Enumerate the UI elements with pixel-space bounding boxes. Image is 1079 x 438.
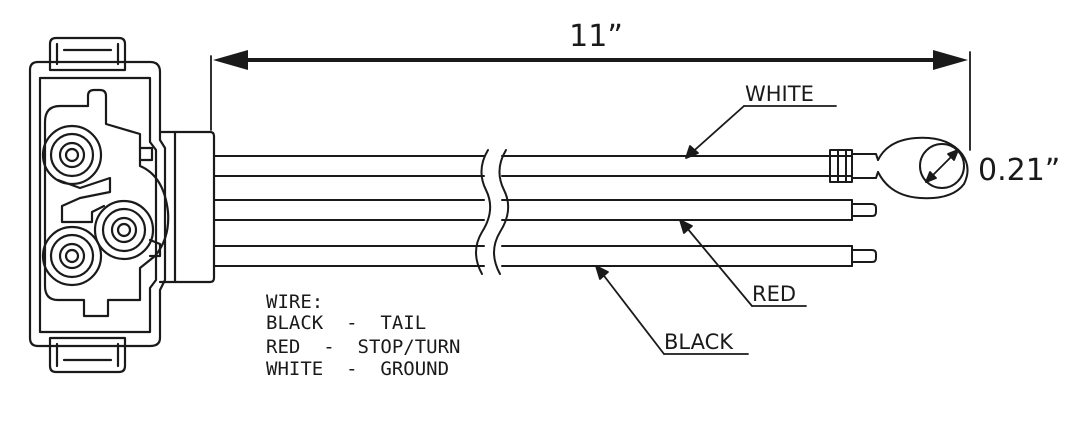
socket-right: [93, 199, 155, 261]
socket-top: [41, 124, 103, 186]
ring-terminal: [829, 136, 969, 200]
black-wire-label: BLACK: [664, 330, 734, 354]
length-dimension: [210, 50, 971, 151]
break-mark: [475, 149, 510, 275]
ring-diameter-arrow: [925, 149, 959, 183]
legend-heading: WIRE:: [266, 291, 323, 313]
legend-line-2: RED - STOP/TURN: [266, 336, 460, 358]
wire-legend: WIRE: BLACK - TAIL RED - STOP/TURN WHITE…: [266, 291, 460, 380]
legend-line-3: WHITE - GROUND: [266, 358, 449, 380]
red-wire: [501, 199, 877, 221]
length-label: 11”: [569, 19, 623, 54]
wire-bundle-left: [213, 155, 485, 267]
socket-bottom: [41, 225, 103, 287]
red-leader: [679, 219, 807, 307]
white-wire-label: WHITE: [745, 82, 814, 106]
legend-line-1: BLACK - TAIL: [266, 312, 426, 334]
strain-relief: [158, 130, 216, 284]
ring-diameter-label: 0.21”: [978, 153, 1060, 188]
connector-plug: [28, 36, 170, 374]
black-wire: [501, 245, 877, 267]
white-leader: [685, 105, 837, 159]
red-wire-label: RED: [752, 282, 796, 306]
white-wire: [501, 155, 831, 177]
black-leader: [595, 265, 749, 355]
